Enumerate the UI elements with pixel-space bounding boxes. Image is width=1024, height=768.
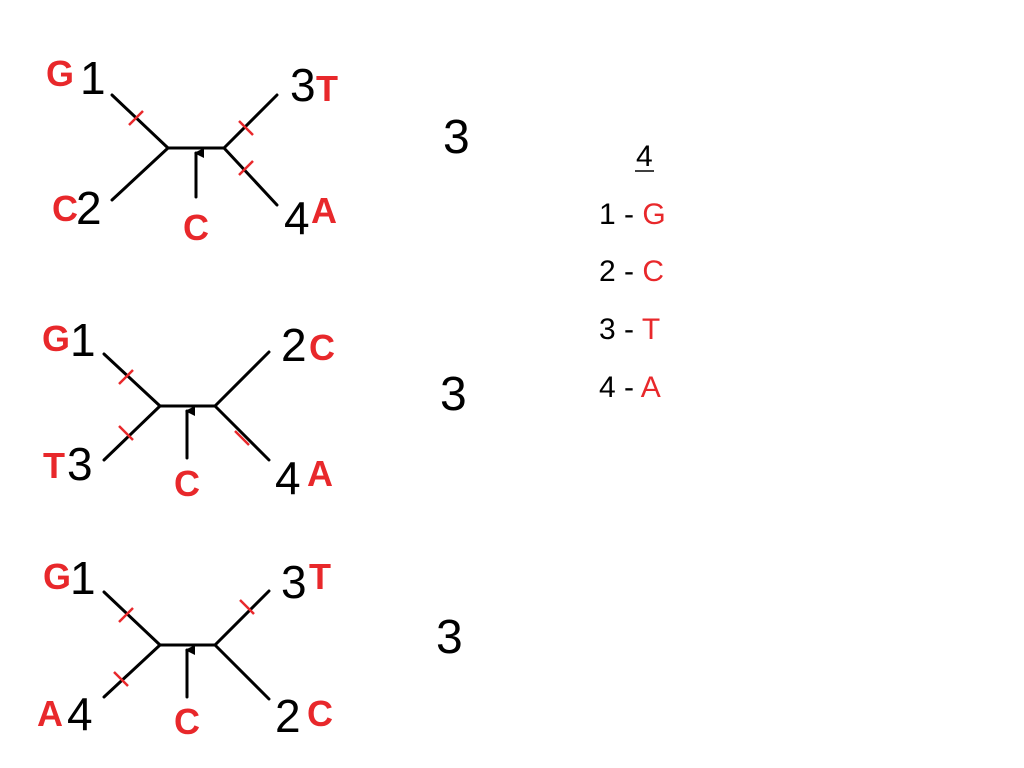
tree-1-branches [110, 93, 279, 207]
legend-separator: - [616, 371, 641, 404]
legend-heading: 4 [636, 140, 653, 173]
legend-row: 1 - G [599, 198, 666, 231]
change-mark [118, 369, 134, 385]
tree-3: 1 G 4 A 3 T 2 C C 3 [37, 552, 463, 742]
change-mark [118, 425, 134, 441]
leaf-number: 1 [70, 314, 96, 366]
change-mark [128, 110, 144, 126]
tree-2: 1 G 3 T 2 C 4 A C 3 [42, 314, 467, 504]
legend-taxon: 2 [599, 255, 616, 288]
leaf-base: G [46, 53, 74, 94]
leaf-number: 3 [67, 438, 93, 490]
legend-row: 4 - A [599, 371, 661, 404]
legend-row: 2 - C [599, 255, 664, 288]
legend-taxon: 3 [599, 313, 616, 346]
legend-base: G [642, 198, 665, 231]
branch-bottom-right [222, 146, 279, 207]
tree-1: 1 G 2 C 3 T 4 A C 3 [46, 52, 470, 248]
leaf-base: C [307, 693, 333, 734]
tree-3-branches [102, 589, 271, 701]
leaf-base: C [309, 327, 335, 368]
legend-taxon: 4 [599, 371, 616, 404]
leaf-base: T [309, 556, 331, 597]
tree-score: 3 [440, 368, 467, 421]
change-mark [113, 671, 129, 687]
leaf-base: T [316, 68, 338, 109]
legend-base: A [641, 371, 661, 404]
site-legend: 4 1 - G 2 - C 3 - T 4 - A [599, 140, 666, 404]
leaf-base: A [307, 453, 333, 494]
branch-top-right [213, 350, 271, 408]
leaf-number: 4 [275, 452, 301, 504]
change-mark [118, 607, 134, 623]
tree-score: 3 [443, 111, 470, 164]
ancestor-base: C [183, 207, 209, 248]
leaf-number: 3 [290, 59, 316, 111]
tree-2-change-marks [118, 369, 250, 446]
legend-row: 3 - T [599, 313, 660, 346]
legend-taxon: 1 [599, 198, 616, 231]
branch-bottom-right [213, 643, 271, 701]
branch-bottom-left [102, 404, 162, 462]
branch-bottom-left [102, 643, 162, 699]
branch-bottom-right [213, 404, 271, 462]
branch-top-right [222, 93, 279, 150]
leaf-number: 3 [281, 556, 307, 608]
legend-separator: - [616, 313, 642, 346]
ancestor-base: C [174, 463, 200, 504]
leaf-base: T [43, 445, 65, 486]
leaf-base: C [52, 188, 78, 229]
branch-top-left [102, 352, 162, 408]
change-mark [239, 599, 255, 615]
branch-top-left [102, 590, 162, 647]
leaf-number: 2 [275, 690, 301, 742]
leaf-number: 1 [80, 52, 106, 104]
tree-1-change-marks [128, 110, 254, 176]
leaf-base: G [43, 556, 71, 597]
branch-top-right [213, 589, 271, 647]
leaf-number: 1 [70, 552, 96, 604]
leaf-number: 2 [76, 182, 102, 234]
legend-base: C [642, 255, 664, 288]
tree-3-change-marks [113, 599, 255, 687]
legend-separator: - [616, 198, 643, 231]
legend-base: T [642, 313, 660, 346]
legend-separator: - [616, 255, 643, 288]
ancestor-base: C [174, 701, 200, 742]
leaf-number: 4 [284, 192, 310, 244]
leaf-base: A [311, 190, 337, 231]
change-mark [238, 160, 254, 176]
change-mark [234, 430, 250, 446]
branch-top-left [110, 93, 170, 150]
leaf-number: 2 [281, 319, 307, 371]
branch-bottom-left [110, 146, 170, 202]
leaf-base: A [37, 693, 63, 734]
leaf-number: 4 [67, 688, 93, 740]
leaf-base: G [42, 318, 70, 359]
change-mark [238, 120, 254, 136]
tree-2-branches [102, 350, 271, 462]
tree-score: 3 [436, 611, 463, 664]
